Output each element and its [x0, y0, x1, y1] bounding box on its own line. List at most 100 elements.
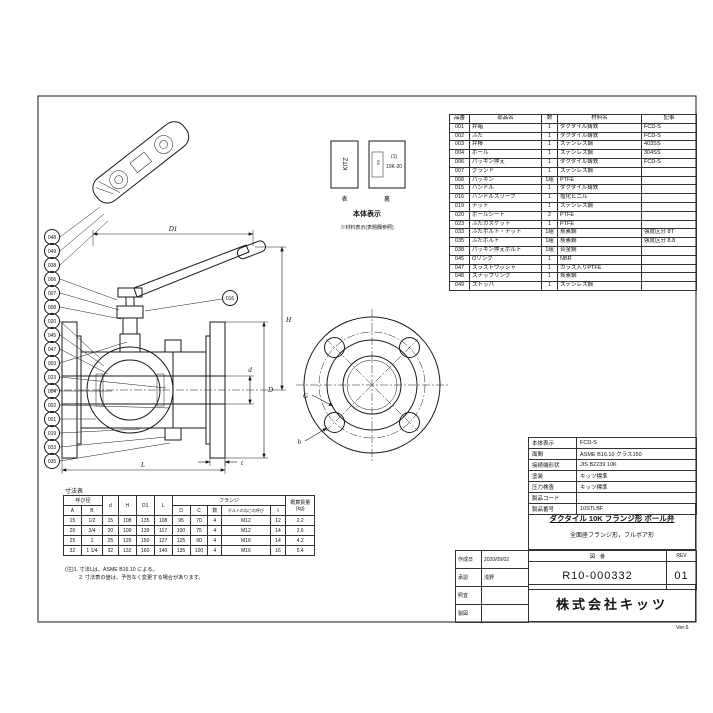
balloon-number: 020 [48, 319, 57, 325]
balloon-callout: 006 [44, 271, 118, 301]
table-cell: FCD-S [576, 437, 697, 449]
table-cell: 127 [153, 535, 173, 546]
balloon-callout: 048 [44, 206, 101, 245]
table-row: 圧力検査キッツ標準 [528, 481, 697, 493]
table-cell: 1 [541, 263, 558, 274]
drawing-notes: (注)1. 寸法Lは、ASME B16.10 による。 2. 寸法表の値は、予告… [65, 566, 204, 583]
title-area: ダクタイル 10K フランジ形 ボール弁 全面座フランジ形，フルボア形 [528, 503, 696, 550]
col-header: A [63, 505, 82, 516]
balloon-number: 047 [48, 347, 57, 353]
company-name: 株式会社キッツ [528, 584, 696, 622]
table-cell: 2.2 [285, 515, 315, 526]
table-row: 製品コード [528, 492, 697, 504]
dim-label-hole: h [298, 438, 302, 446]
front-section-view [50, 240, 272, 459]
table-cell: 4 [207, 515, 223, 526]
table-cell: NBR [557, 254, 642, 265]
dim-label-h: H [285, 316, 292, 324]
table-cell [481, 604, 529, 623]
table-cell: 045 [449, 254, 470, 265]
col-header: 呼び径 [62, 495, 104, 506]
table-cell: 強度区分 8T [641, 228, 697, 239]
balloon-number: 006 [48, 277, 57, 283]
table-cell: 117 [153, 525, 173, 536]
table-cell [641, 201, 697, 212]
table-cell: 2.6 [285, 525, 315, 536]
table-cell: ダクタイル鋳鉄 [557, 184, 642, 195]
table-cell: 炭素鋼 [557, 237, 642, 247]
drawing-number: R10-000332 [528, 561, 667, 590]
table-cell: 作成日 [455, 550, 482, 569]
nameplate-detail-view: KITZ SS (1) 10K-20 表 裏 本体表示 ※材料表示(表題欄参照) [330, 140, 406, 231]
table-cell: 015 [449, 184, 470, 195]
table-cell: パッキン押えボルト [469, 245, 542, 256]
table-cell: 4 [207, 545, 223, 556]
balloon-callout: 003 [44, 341, 128, 371]
dimensions: D1 H d D L t [61, 225, 292, 474]
col-header: 記事 [641, 114, 697, 124]
table-cell: 035 [449, 237, 470, 247]
table-cell: 1組 [541, 175, 558, 186]
table-cell: 弁箱 [469, 122, 542, 133]
flange-end-view: G h [296, 309, 448, 461]
balloon-number: 033 [48, 445, 57, 451]
table-cell: 1 1/4 [80, 545, 104, 556]
dim-label-l: L [140, 461, 145, 469]
table-cell: パッキン [469, 175, 542, 186]
table-cell: 1 [541, 122, 558, 133]
table-cell: 023 [449, 219, 470, 230]
table-cell: ダクタイル鋳鉄 [557, 122, 642, 133]
table-cell: JIS B2239 10K [576, 459, 697, 471]
table-cell: 炭素鋼 [557, 228, 642, 239]
table-cell: 1 [541, 281, 558, 291]
balloon-number: 003 [48, 361, 57, 367]
table-cell [641, 219, 697, 230]
table-cell: 20 [63, 525, 82, 536]
table-cell: 135 [135, 515, 155, 526]
table-cell: 1組 [541, 237, 558, 247]
nameplate-line1: (1) [391, 154, 397, 160]
table-cell: 019 [449, 201, 470, 212]
table-cell: 1 [541, 219, 558, 230]
balloon-number: 038 [48, 263, 57, 269]
table-cell [641, 281, 697, 291]
table-cell: 照査 [455, 586, 482, 605]
lever-detail-view [92, 121, 190, 204]
col-header: D [171, 505, 191, 516]
balloon-number: 008 [48, 305, 57, 311]
table-cell: 004 [449, 149, 470, 159]
table-cell: 10STLBF [576, 503, 697, 515]
table-cell: 4.2 [285, 535, 315, 546]
table-cell: ASME B16.10 クラス150 [576, 448, 697, 460]
table-cell: PTFE [557, 175, 642, 186]
table-cell: スナップリング [469, 272, 542, 283]
table-cell: 32 [63, 545, 82, 556]
table-cell: 14 [269, 525, 287, 536]
table-cell: ステンレス鋼 [557, 149, 642, 159]
table-cell: 強度区分 8.8 [641, 237, 697, 247]
balloon-callout: 033 [44, 436, 167, 455]
balloon-callout: 020 [44, 313, 101, 359]
nameplate-line2: 10K-20 [386, 164, 402, 170]
table-cell: 109 [117, 525, 137, 536]
col-header-mass: 概算質量(kg) [285, 495, 315, 516]
table-cell: 圧力検査 [528, 481, 577, 493]
nameplate-caption: 本体表示 [352, 209, 381, 218]
table-cell: 32 [102, 545, 119, 556]
nameplate-kitz-text: KITZ [344, 157, 350, 170]
table-cell: 108 [153, 515, 173, 526]
drawing-number-block: 図 番 REV R10-000332 01 [528, 550, 697, 590]
table-cell [641, 254, 697, 265]
table-row: 塗装キッツ標準 [528, 470, 697, 482]
table-cell: キッツ標準 [576, 470, 697, 482]
table-cell: 15 [63, 515, 82, 526]
